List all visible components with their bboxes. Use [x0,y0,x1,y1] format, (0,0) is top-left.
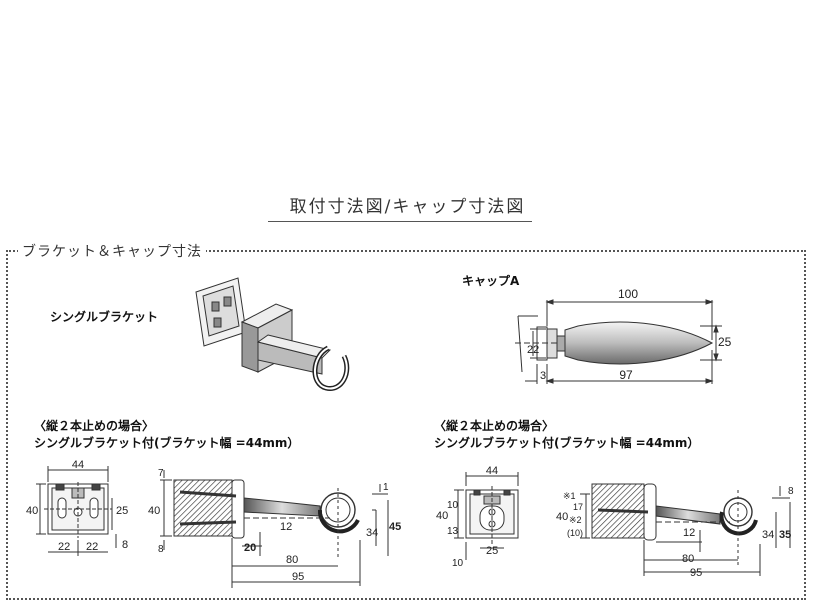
right-front-hole: 25 [486,545,498,557]
cap-dim-offset: 3 [540,370,546,382]
cap-dim-length: 100 [618,287,638,301]
right-caption-line1: 〈縦２本止めの場合〉 [434,419,555,433]
cap-dim-flange: 22 [527,344,539,356]
left-front-height: 40 [26,505,38,517]
cap-a-label: キャップA [462,274,520,288]
right-side-d: 35 [779,529,791,541]
left-side-view [160,470,389,588]
left-caption-line2: シングルブラケット付(ブラケット幅 =44mm） [34,436,300,450]
left-front-left: 22 [58,541,70,553]
right-side-a: 8 [788,486,794,497]
right-front-width: 44 [486,465,498,477]
right-front-lower: 13 [447,526,459,537]
dotted-frame [6,250,806,600]
left-side-g: 95 [292,571,304,583]
left-side-bottom: 8 [158,544,164,555]
right-side-f: 80 [682,553,694,565]
cap-dim-body: 97 [619,368,633,382]
right-caption: 〈縦２本止めの場合〉 シングルブラケット付(ブラケット幅 =44mm） [434,418,699,452]
right-front-top: 10 [447,500,459,511]
right-side-note2: ※2 [569,515,582,525]
right-side-b: 12 [683,527,695,539]
left-side-f: 80 [286,554,298,566]
right-caption-line2: シングルブラケット付(ブラケット幅 =44mm） [434,436,700,450]
left-front-right: 22 [86,541,98,553]
right-side-height: 40 [556,511,568,523]
left-side-a: 1 [383,482,389,493]
left-side-e: 20 [244,542,256,554]
right-front-height: 40 [436,510,448,522]
left-front-view [36,466,117,556]
single-bracket-label: シングルブラケット [50,310,159,324]
bracket-3d-illustration [195,277,350,391]
right-front-bottom: 10 [452,558,464,569]
right-side-c: 34 [762,529,774,541]
left-front-hole: 25 [116,505,128,517]
left-front-bottom: 8 [122,539,128,551]
title-underline [268,221,532,222]
right-side-g: 95 [690,567,702,579]
left-front-width: 44 [72,459,84,471]
left-side-c: 34 [366,527,378,539]
right-side-note2-value: (10) [567,528,583,538]
right-side-view [580,483,791,576]
cap-a-drawing [515,299,722,384]
left-caption: 〈縦２本止めの場合〉 シングルブラケット付(ブラケット幅 =44mm） [34,418,299,452]
left-caption-line1: 〈縦２本止めの場合〉 [34,419,155,433]
left-side-b: 12 [280,521,292,533]
left-side-top: 7 [158,468,164,479]
right-side-note1: ※1 [563,491,576,501]
page-title: 取付寸法図/キャップ寸法図 [289,197,526,217]
left-side-height: 40 [148,505,160,517]
right-front-view [454,472,519,560]
cap-dim-diameter: 25 [718,335,732,349]
right-side-note1-value: 17 [573,502,583,512]
section-label: ブラケット＆キャップ寸法 [18,241,206,261]
left-side-d: 45 [389,521,401,533]
